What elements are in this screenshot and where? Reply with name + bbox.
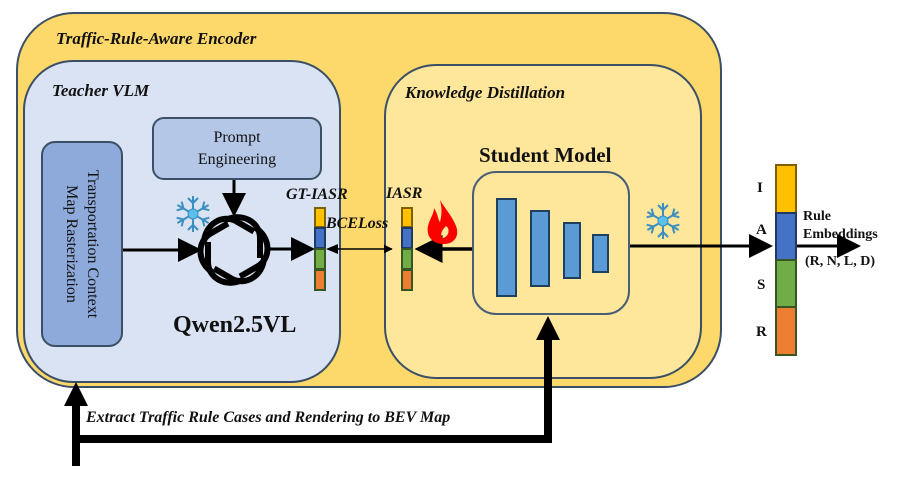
rule-letter-r: R [756, 324, 767, 340]
gt-iasr-label: GT-IASR [286, 186, 348, 203]
rule-embedding-vector [775, 164, 797, 356]
rule-letter-s: S [757, 277, 766, 293]
openai-knot-icon [197, 214, 271, 286]
bce-loss-label: BCELoss [326, 215, 389, 232]
gt-iasr-vector [314, 207, 326, 291]
encoder-title: Traffic-Rule-Aware Encoder [56, 29, 257, 48]
prompt-engineering-line2: Engineering [197, 150, 277, 168]
student-layer-2 [530, 210, 550, 287]
student-layer-3 [563, 222, 581, 279]
arrow-to-teacher-head [64, 382, 88, 406]
rule-letter-a: A [756, 222, 767, 238]
bev-feedback-path [76, 330, 552, 443]
student-layer-1 [496, 198, 517, 297]
snowflake-icon-student [646, 203, 680, 239]
knowledge-distillation-title: Knowledge Distillation [405, 83, 566, 102]
rule-segment-r [775, 306, 797, 356]
rule-embeddings-line1: Rule [803, 209, 831, 224]
bev-extraction-caption: Extract Traffic Rule Cases and Rendering… [86, 409, 451, 426]
gt-iasr-segment-r [314, 269, 326, 291]
student-model-title: Student Model [479, 143, 612, 167]
student-model-box [472, 171, 630, 315]
qwen-model-label: Qwen2.5VL [173, 312, 297, 338]
iasr-segment-r [401, 269, 413, 291]
iasr-label: IASR [386, 185, 423, 202]
prompt-engineering-box: Prompt Engineering [152, 117, 322, 180]
rule-letter-i: I [757, 180, 763, 196]
snowflake-icon-teacher [176, 196, 210, 232]
student-layer-4 [592, 234, 609, 273]
teacher-vlm-title: Teacher VLM [52, 81, 150, 100]
map-rasterization-box: Transportation Context Map Rasterization [41, 141, 123, 347]
bce-arrow-left-head [326, 244, 338, 254]
prompt-engineering-line1: Prompt [213, 128, 261, 146]
fire-icon [427, 200, 458, 244]
arrow-to-student-head [536, 316, 560, 340]
iasr-vector [401, 207, 413, 291]
